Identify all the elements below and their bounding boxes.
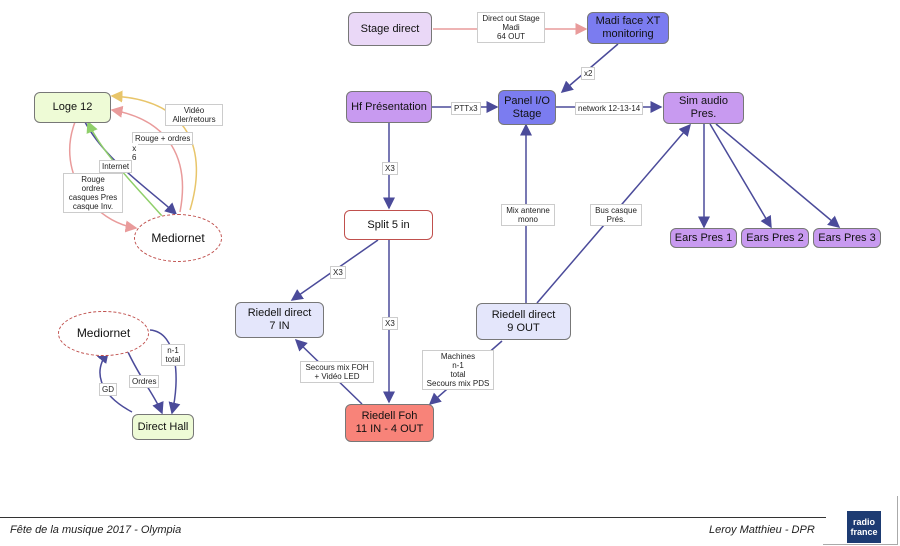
label-pttx3: PTTx3 [451, 102, 481, 115]
label-mix-antenne: Mix antenne mono [501, 204, 555, 226]
edge-sim-ears2 [709, 123, 772, 229]
node-mediornet-1[interactable]: Mediornet [134, 214, 222, 262]
node-riedell-7[interactable]: Riedell direct 7 IN [235, 302, 324, 338]
node-panel-io[interactable]: Panel I/O Stage [498, 90, 556, 125]
edge-rouge-ordres [110, 105, 184, 213]
edge-gd [96, 350, 133, 413]
label-x2: x2 [581, 67, 596, 80]
label-internet: Internet [99, 160, 133, 173]
footer-author: Leroy Matthieu - DPR [709, 524, 815, 536]
footer-event-title: Fête de la musique 2017 - Olympia [10, 524, 182, 536]
footer-divider [0, 517, 826, 518]
label-rouge-ordres: Rouge + ordres [132, 132, 194, 145]
label-n1-total: n-1 total [161, 344, 185, 366]
label-gd: GD [99, 383, 117, 396]
label-video: Vidéo Aller/retours [165, 104, 223, 126]
radio-france-logo: radio france [847, 511, 881, 543]
label-x3-split-foh: X3 [382, 317, 398, 330]
node-loge[interactable]: Loge 12 [34, 92, 111, 123]
node-ears-1[interactable]: Ears Pres 1 [670, 228, 737, 248]
node-riedell-9[interactable]: Riedell direct 9 OUT [476, 303, 571, 340]
node-mediornet-2[interactable]: Mediornet [58, 311, 149, 356]
node-sim-audio[interactable]: Sim audio Pres. [663, 92, 744, 124]
edge-n1-total [149, 329, 181, 415]
edge-x6 [84, 121, 178, 216]
logo-line-1: radio [852, 517, 875, 527]
label-bus-casque: Bus casque Prés. [590, 204, 642, 226]
label-x3-split-riedell: X3 [330, 266, 346, 279]
node-ears-2[interactable]: Ears Pres 2 [741, 228, 809, 248]
label-network: network 12-13-14 [575, 102, 644, 115]
label-x3-hf-split: X3 [382, 162, 398, 175]
label-ordres: Ordres [129, 375, 160, 388]
node-direct-hall[interactable]: Direct Hall [132, 414, 194, 440]
node-hf-presentation[interactable]: Hf Présentation [346, 91, 432, 123]
edge-sim-ears3 [715, 123, 841, 228]
logo-line-2: france [850, 527, 878, 537]
label-rouge-casques: Rouge ordres casques Pres casque Inv. [63, 173, 123, 213]
label-direct-out: Direct out Stage Madi 64 OUT [477, 12, 545, 43]
logo-frame [823, 496, 898, 545]
node-split[interactable]: Split 5 in [344, 210, 433, 240]
node-stage-direct[interactable]: Stage direct [348, 12, 432, 46]
node-madi-face[interactable]: Madi face XT monitoring [587, 12, 669, 44]
node-ears-3[interactable]: Ears Pres 3 [813, 228, 881, 248]
label-secours-foh: Secours mix FOH + Vidéo LED [300, 361, 374, 383]
label-machines: Machines n-1 total Secours mix PDS [422, 350, 494, 390]
node-riedell-foh[interactable]: Riedell Foh 11 IN - 4 OUT [345, 404, 434, 442]
label-x6: x 6 [130, 143, 139, 163]
